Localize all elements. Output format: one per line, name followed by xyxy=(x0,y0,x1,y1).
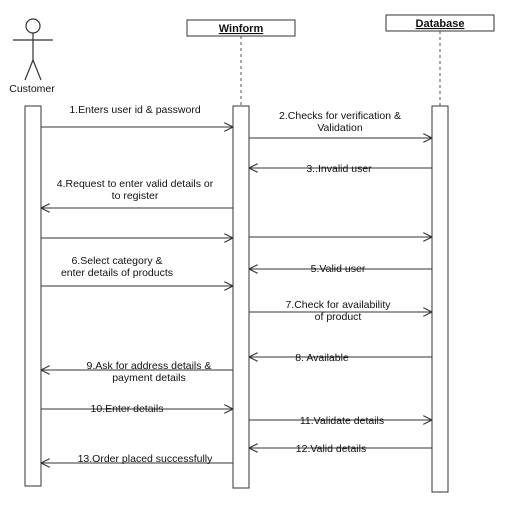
message-label-m1: 1.Enters user id & password xyxy=(69,104,200,116)
message-label-m2-line2: Validation xyxy=(317,122,362,134)
customer-activation-bar xyxy=(24,105,42,487)
message-label-m4: 4.Request to enter valid details or xyxy=(57,178,214,190)
message-label-m13: 13.Order placed successfully xyxy=(78,453,214,465)
message-label-m8: 8. Available xyxy=(295,352,349,364)
customer-label: Customer xyxy=(9,83,55,95)
message-label-m6-line2: enter details of products xyxy=(61,267,173,279)
message-label-m6: 6.Select category & xyxy=(71,255,162,267)
message-label-m2: 2.Checks for verification & xyxy=(279,110,401,122)
message-label-m3: 3..Invalid user xyxy=(306,163,372,175)
customer-actor-icon xyxy=(13,18,53,81)
winform-activation-bar xyxy=(232,105,250,489)
database-label: Database xyxy=(416,18,465,30)
message-label-m9: 9.Ask for address details & xyxy=(87,360,212,372)
database-activation-bar xyxy=(431,105,449,493)
message-label-m7: 7.Check for availability xyxy=(285,299,391,311)
message-label-m10: 10.Enter details xyxy=(91,403,164,415)
message-label-m5: 5.Valid user xyxy=(311,263,366,275)
message-label-m7-line2: of product xyxy=(315,311,362,323)
message-label-m4-line2: to register xyxy=(112,190,159,202)
message-label-m9-line2: payment details xyxy=(112,372,186,384)
winform-label: Winform xyxy=(219,23,264,35)
messages-group: 1.Enters user id & password 2.Checks for … xyxy=(41,104,432,465)
message-label-m11: 11.Validate details xyxy=(300,415,384,427)
message-label-m12: 12.Valid details xyxy=(296,443,366,455)
